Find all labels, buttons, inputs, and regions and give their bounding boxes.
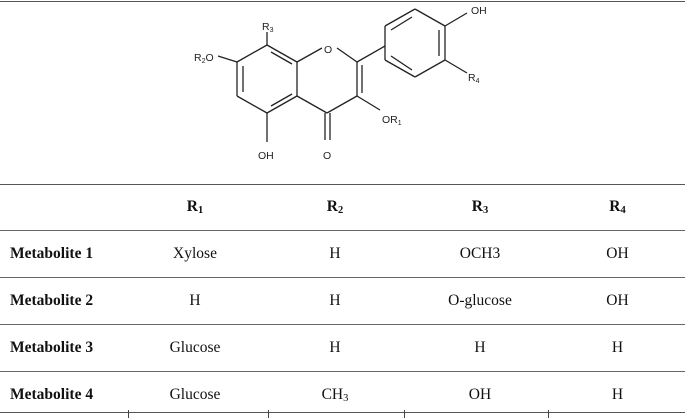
oh-top-label: OH: [471, 5, 487, 17]
or1-label: OR1: [382, 114, 402, 127]
cell-r4: OH: [550, 277, 685, 325]
header-r4: R4: [550, 184, 685, 231]
cell-r2-sub: 3: [343, 393, 349, 404]
bottom-tick: [268, 410, 269, 418]
header-r3-sub: 3: [482, 205, 489, 216]
header-top-rule: [0, 184, 685, 185]
cell-r4: OH: [550, 230, 685, 278]
cell-r4: H: [550, 371, 685, 418]
r2o-label: R2O: [194, 52, 214, 65]
table-row: Metabolite 4 Glucose CH3 OH H: [0, 371, 685, 418]
flavonoid-structure-drawing: OH R3 R2O R4 OR1 OH O O: [194, 5, 487, 162]
top-rule: [0, 1, 685, 2]
cell-r1: Xylose: [130, 230, 260, 278]
cell-r2: H: [260, 277, 410, 325]
table-row: Metabolite 2 H H O-glucose OH: [0, 277, 685, 325]
row-name: Metabolite 3: [0, 324, 130, 372]
metabolite-table: R1 R2 R3 R4 Metabolite 1 Xylose H OCH3 O…: [0, 184, 685, 418]
header-r2-base: R: [326, 198, 338, 215]
r4-label: R4: [468, 72, 480, 85]
cell-r1: Glucose: [130, 324, 260, 372]
header-r1-base: R: [186, 198, 198, 215]
cell-r2-base: CH: [321, 386, 344, 403]
bottom-rule: [0, 412, 685, 413]
cell-r2: H: [260, 230, 410, 278]
cell-r3: O-glucose: [410, 277, 550, 325]
structure-bonds: [217, 8, 468, 142]
row-name: Metabolite 2: [0, 277, 130, 325]
header-r1: R1: [130, 184, 260, 231]
cell-r4: H: [550, 324, 685, 372]
bottom-tick: [128, 410, 129, 418]
cell-r1: H: [130, 277, 260, 325]
cell-r3: OCH3: [410, 230, 550, 278]
header-r1-sub: 1: [197, 205, 204, 216]
row-name: Metabolite 4: [0, 371, 130, 418]
header-r2-sub: 2: [337, 205, 344, 216]
header-empty: [0, 184, 130, 231]
row-name: Metabolite 1: [0, 230, 130, 278]
bottom-tick: [404, 410, 405, 418]
header-r4-base: R: [609, 198, 621, 215]
header-r2: R2: [260, 184, 410, 231]
header-r3: R3: [410, 184, 550, 231]
table-row: Metabolite 3 Glucose H H H: [0, 324, 685, 372]
r3-label: R3: [262, 21, 274, 34]
cell-r3: OH: [410, 371, 550, 418]
cell-r3: H: [410, 324, 550, 372]
oh-bottom-label: OH: [258, 150, 274, 162]
cell-r2: CH3: [260, 371, 410, 418]
header-r4-sub: 4: [620, 205, 626, 216]
header-r3-base: R: [471, 198, 483, 215]
cell-r2: H: [260, 324, 410, 372]
bottom-tick: [548, 410, 549, 418]
carbonyl-o-label: O: [323, 150, 331, 162]
cell-r1: Glucose: [130, 371, 260, 418]
table-row: Metabolite 1 Xylose H OCH3 OH: [0, 230, 685, 278]
table-header-row: R1 R2 R3 R4: [0, 184, 685, 231]
ring-o-label: O: [324, 44, 332, 56]
chemical-structure: OH R3 R2O R4 OR1 OH O O: [0, 0, 685, 184]
